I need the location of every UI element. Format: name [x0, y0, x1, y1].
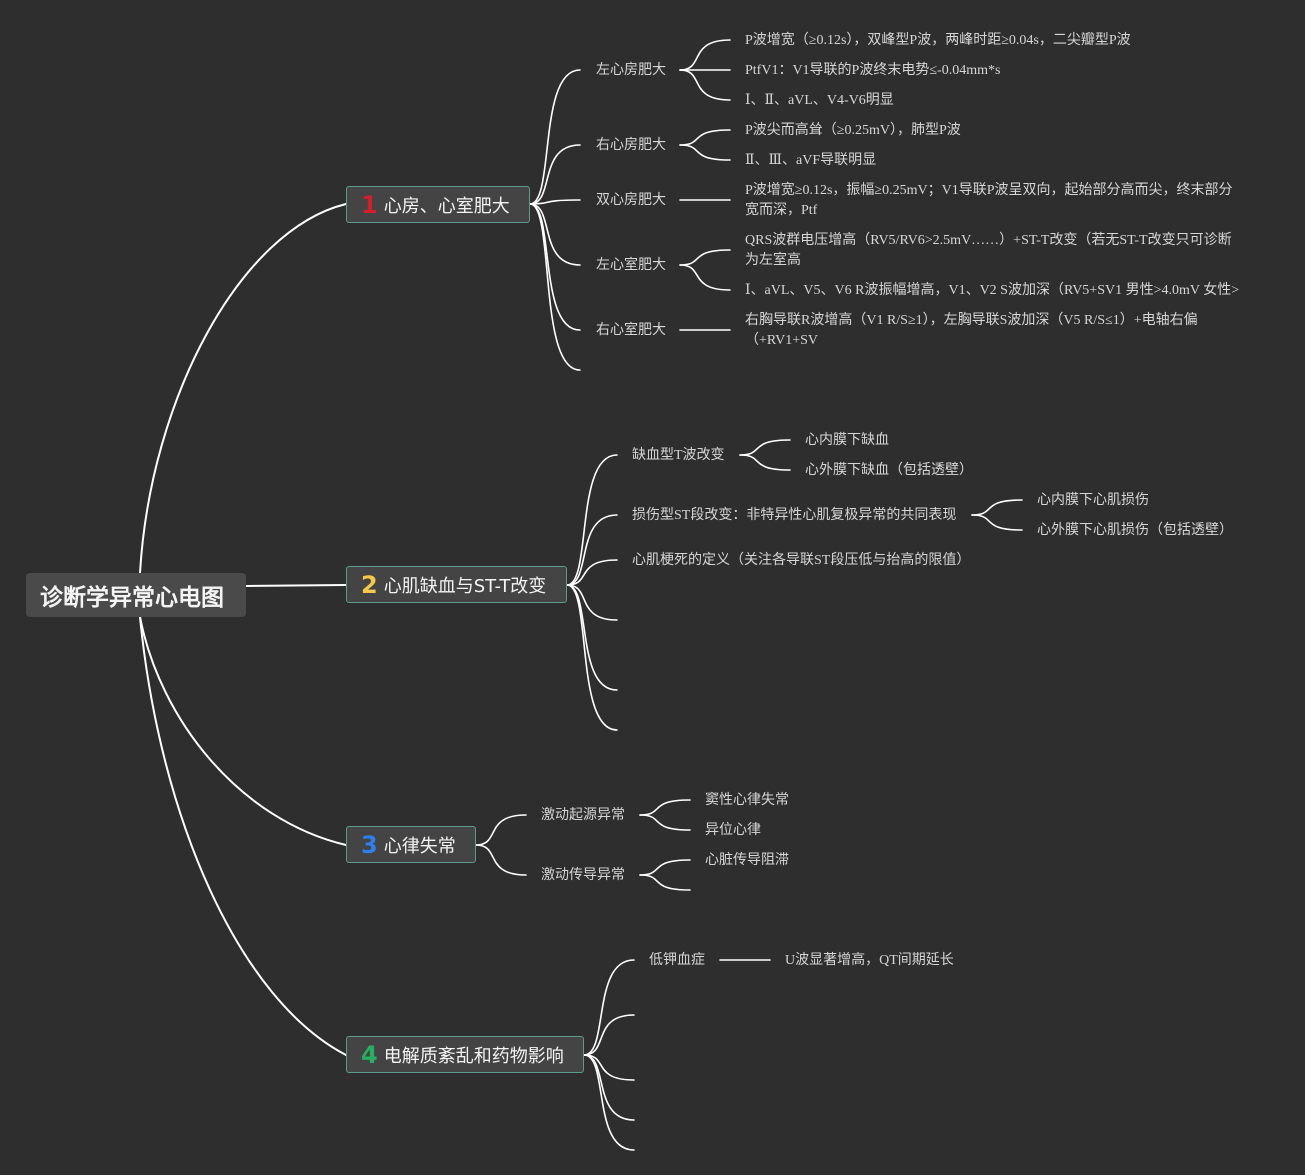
connector-line	[971, 514, 1023, 531]
connector-line	[529, 203, 581, 266]
detail-item: Ⅰ、aVL、V5、V6 R波振幅增高，V1、V2 S波加深（RV5+SV1 男性…	[745, 283, 1240, 298]
connector-line	[639, 874, 691, 891]
connector-line	[679, 249, 731, 266]
connector-line	[566, 454, 618, 586]
branch-2-node[interactable]: 2 心肌缺血与ST-T改变	[346, 566, 567, 603]
root-label: 诊断学异常心电图	[40, 585, 224, 611]
topic-left-atrial-enlargement[interactable]: 左心房肥大	[596, 63, 666, 78]
connector-line	[566, 584, 618, 731]
branch-4-node[interactable]: 4 电解质紊乱和药物影响	[346, 1036, 584, 1073]
connector-line	[529, 199, 581, 205]
branch-4-number: 4	[361, 1040, 378, 1069]
topic-hypokalemia[interactable]: 低钾血症	[649, 953, 705, 968]
connector-line	[639, 814, 691, 831]
connector-line	[583, 1054, 635, 1151]
detail-item: 心内膜下缺血	[805, 433, 889, 448]
topic-ischemic-t-wave[interactable]: 缺血型T波改变	[632, 448, 725, 463]
detail-item: 窦性心律失常	[705, 793, 789, 808]
branch-3-node[interactable]: 3 心律失常	[346, 826, 476, 863]
branch-1-node[interactable]: 1 心房、心室肥大	[346, 186, 530, 223]
detail-item: 心外膜下心肌损伤（包括透壁）	[1037, 523, 1233, 538]
connector-line	[971, 499, 1023, 516]
connector-line	[529, 203, 581, 371]
connector-line	[529, 144, 581, 205]
connector-line	[583, 959, 635, 1056]
detail-item: QRS波群电压增高（RV5/RV6>2.5mV……）+ST-T改变（若无ST-T…	[745, 233, 1232, 268]
connector-line	[583, 1014, 635, 1056]
connector-line	[583, 1054, 635, 1081]
topic-right-atrial-enlargement[interactable]: 右心房肥大	[596, 138, 666, 153]
connector-line	[639, 799, 691, 816]
detail-item: U波显著增高，QT间期延长	[785, 953, 954, 968]
connector-line	[475, 814, 527, 846]
root-node[interactable]: 诊断学异常心电图	[26, 573, 246, 617]
topic-impulse-conduction[interactable]: 激动传导异常	[541, 868, 625, 883]
connector-line	[679, 129, 731, 146]
detail-item: P波增宽（≥0.12s），双峰型P波，两峰时距≥0.04s，二尖瓣型P波	[745, 33, 1131, 48]
topic-left-ventricular-hypertrophy[interactable]: 左心室肥大	[596, 258, 666, 273]
detail-item: 异位心律	[705, 823, 761, 838]
connector-line	[566, 584, 618, 691]
topic-mi-definition[interactable]: 心肌梗死的定义（关注各导联ST段压低与抬高的限值）	[632, 553, 971, 568]
branch-2-number: 2	[361, 570, 378, 599]
connector-line	[139, 616, 347, 846]
connector-line	[566, 514, 618, 586]
detail-item: P波尖而高耸（≥0.25mV），肺型P波	[745, 123, 961, 138]
connector-line	[475, 844, 527, 876]
branch-2-label: 心肌缺血与ST-T改变	[383, 575, 547, 597]
detail-item: Ⅰ、Ⅱ、aVL、V4-V6明显	[745, 93, 894, 108]
connector-line	[739, 454, 791, 471]
connector-line	[245, 584, 347, 587]
detail-item: P波增宽≥0.12s，振幅≥0.25mV；V1导联P波呈双向，起始部分高而尖，终…	[745, 183, 1233, 218]
detail-item: 心脏传导阻滞	[705, 853, 789, 868]
connector-line	[679, 69, 731, 101]
detail-item: 心内膜下心肌损伤	[1037, 493, 1149, 508]
connector-line	[529, 69, 581, 205]
detail-item: PtfV1：V1导联的P波终末电势≤-0.04mm*s	[745, 63, 1001, 78]
connector-line	[139, 616, 347, 1056]
branch-1-number: 1	[361, 190, 378, 219]
detail-item: 右胸导联R波增高（V1 R/S≥1），左胸导联S波加深（V5 R/S≤1）+电轴…	[745, 313, 1198, 348]
topic-injury-st-segment[interactable]: 损伤型ST段改变：非特异性心肌复极异常的共同表现	[632, 508, 957, 523]
connector-line	[566, 584, 618, 621]
connector-line	[566, 559, 618, 586]
branch-4-label: 电解质紊乱和药物影响	[383, 1045, 564, 1067]
connector-line	[639, 859, 691, 876]
topic-biatrial-enlargement[interactable]: 双心房肥大	[596, 193, 666, 208]
detail-item: 心外膜下缺血（包括透壁）	[805, 463, 973, 478]
connector-line	[529, 203, 581, 331]
connector-line	[679, 144, 731, 161]
topic-impulse-origin[interactable]: 激动起源异常	[541, 808, 625, 823]
topic-right-ventricular-hypertrophy[interactable]: 右心室肥大	[596, 323, 666, 338]
connector-line	[139, 203, 347, 574]
branch-3-label: 心律失常	[383, 835, 456, 857]
branch-3-number: 3	[361, 830, 378, 859]
detail-item: Ⅱ、Ⅲ、aVF导联明显	[745, 153, 877, 168]
connector-line	[583, 1054, 635, 1121]
connector-line	[739, 439, 791, 456]
branch-1-label: 心房、心室肥大	[383, 195, 510, 217]
connector-line	[679, 264, 731, 291]
connector-line	[679, 39, 731, 71]
